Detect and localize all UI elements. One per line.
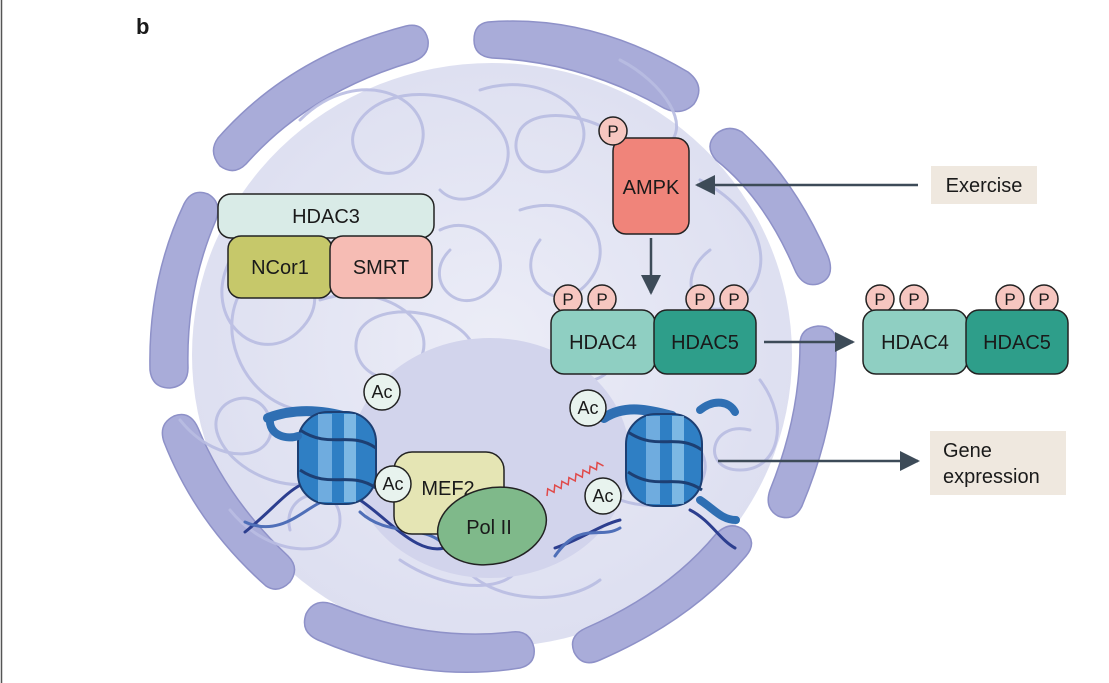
acetyl-label: Ac <box>382 474 403 494</box>
mef2-label: MEF2 <box>421 478 474 500</box>
envelope-segment <box>161 413 296 590</box>
envelope-segment <box>473 20 700 113</box>
hdac5-box <box>965 309 1069 375</box>
hdac3-label: HDAC3 <box>292 206 360 228</box>
phospho-label: P <box>562 290 573 309</box>
envelope-segment <box>709 127 832 286</box>
histone-core <box>625 413 703 507</box>
gene-expression-label-bg <box>930 431 1066 495</box>
panel-label: b <box>136 14 149 39</box>
acetyl-circle <box>569 389 607 427</box>
pol2-label: Pol II <box>466 517 512 539</box>
hdac-pair-nuclear: P P P P HDAC4 HDAC5 <box>550 284 757 375</box>
nuclear-envelope <box>149 20 837 674</box>
smrt-box <box>329 235 433 299</box>
hdac4-label: HDAC4 <box>569 332 637 354</box>
exercise-label: Exercise <box>946 175 1023 197</box>
phospho-label: P <box>728 290 739 309</box>
acetyl-circle <box>363 373 401 411</box>
hdac5-box <box>653 309 757 375</box>
acetyl-label: Ac <box>371 382 392 402</box>
phospho-label: P <box>874 290 885 309</box>
envelope-segment <box>212 24 429 172</box>
ampk-box <box>612 137 690 235</box>
hdac5-label: HDAC5 <box>671 332 739 354</box>
hdac4-label: HDAC4 <box>881 332 949 354</box>
phospho-label: P <box>1038 290 1049 309</box>
envelope-segment <box>303 601 535 674</box>
mrna-transcript <box>546 461 604 497</box>
phospho-label: P <box>596 290 607 309</box>
histone-core <box>297 411 377 505</box>
phospho-label: P <box>908 290 919 309</box>
hdac-pair-exported: P P P P HDAC4 HDAC5 <box>862 284 1069 375</box>
pol2-shape <box>436 486 548 566</box>
acetyl-circle <box>584 477 622 515</box>
phospho-label: P <box>694 290 705 309</box>
ncor1-label: NCor1 <box>251 257 309 279</box>
ampk-label: AMPK <box>623 177 680 199</box>
envelope-segment <box>149 191 219 389</box>
gene-expression-line-1: Gene <box>943 440 992 462</box>
smrt-label: SMRT <box>353 257 409 279</box>
envelope-segment <box>767 325 837 519</box>
hdac5-label: HDAC5 <box>983 332 1051 354</box>
ampk-group: AMPK P <box>598 116 690 235</box>
exercise-label-bg <box>931 166 1037 204</box>
envelope-segment <box>571 525 753 664</box>
hdac3-complex: HDAC3 NCor1 SMRT <box>217 193 435 299</box>
acetyl-groups: Ac Ac Ac Ac <box>363 373 622 515</box>
phospho-label: P <box>1004 290 1015 309</box>
gene-expression-label: Gene expression <box>943 440 1040 488</box>
acetyl-circle <box>374 465 412 503</box>
acetyl-label: Ac <box>577 398 598 418</box>
nucleosome-left <box>263 406 377 505</box>
acetyl-label: Ac <box>592 486 613 506</box>
ampk-phospho-label: P <box>607 122 618 141</box>
nucleosome-right <box>599 398 740 524</box>
ampk-phospho-circle <box>598 116 628 146</box>
gene-expression-line-2: expression <box>943 466 1040 488</box>
